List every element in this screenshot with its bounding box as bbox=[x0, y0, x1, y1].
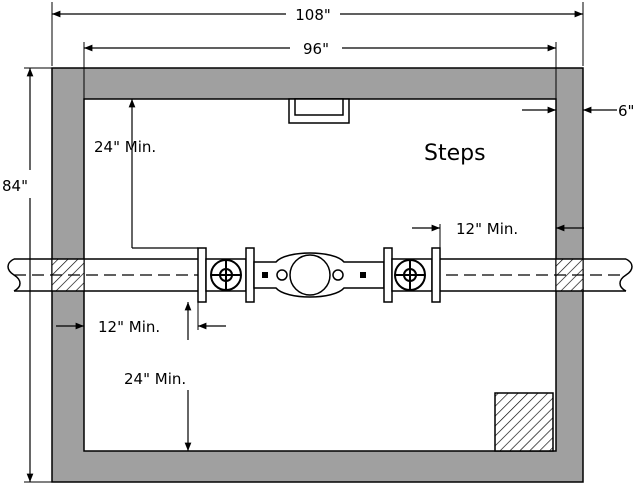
label-bottom-clearance: 24" Min. bbox=[124, 370, 186, 388]
dim-right-clearance: 12" Min. bbox=[412, 220, 584, 248]
dim-bottom-clearance: 24" Min. bbox=[124, 302, 192, 451]
label-right-clearance: 12" Min. bbox=[456, 220, 518, 238]
label-wall-thickness: 6" bbox=[618, 102, 634, 120]
dim-top-clearance: 24" Min. bbox=[94, 98, 198, 249]
pipeline bbox=[7, 247, 633, 303]
right-flange-outer bbox=[431, 247, 441, 303]
vault-walls bbox=[51, 67, 584, 483]
dim-inner-width: 96" bbox=[83, 40, 557, 68]
label-left-clearance: 12" Min. bbox=[98, 318, 160, 336]
sump-box bbox=[494, 392, 554, 452]
dim-outer-height: 84" bbox=[2, 67, 52, 483]
right-flange-inner bbox=[383, 247, 393, 303]
label-inner-width: 96" bbox=[303, 40, 329, 58]
dim-outer-width: 108" bbox=[51, 2, 584, 66]
dim-wall-thickness: 6" bbox=[522, 102, 634, 120]
label-outer-width: 108" bbox=[295, 6, 331, 24]
access-hatch bbox=[288, 98, 350, 124]
label-steps: Steps bbox=[424, 141, 486, 166]
dim-left-clearance: 12" Min. bbox=[56, 302, 226, 336]
label-top-clearance: 24" Min. bbox=[94, 138, 156, 156]
left-flange-inner bbox=[245, 247, 255, 303]
meter-dial-icon bbox=[289, 254, 331, 296]
left-flange-outer bbox=[197, 247, 207, 303]
label-outer-height: 84" bbox=[2, 177, 28, 195]
